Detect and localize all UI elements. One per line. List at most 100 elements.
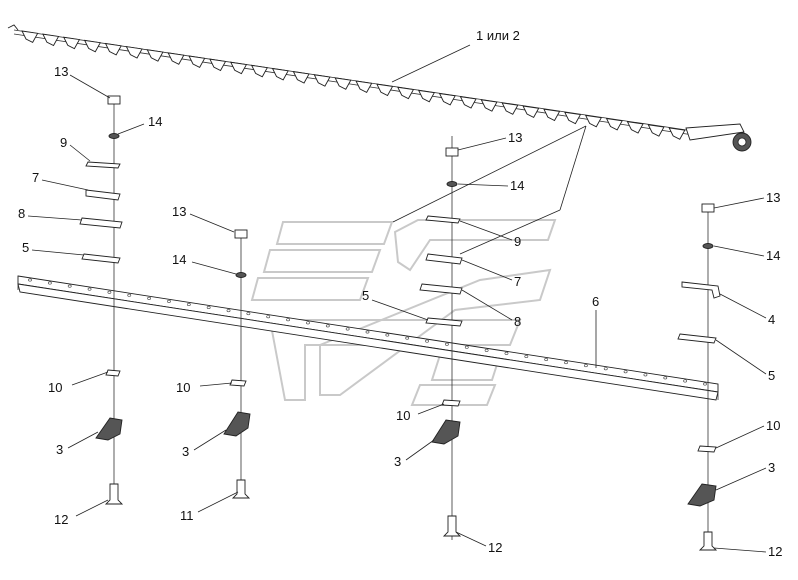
mounting-hole [425,339,429,343]
plate-9 [85,161,121,169]
callout-leader [457,137,507,151]
knife-section [42,33,60,47]
knife-section [417,89,435,103]
callout-leader [371,299,429,321]
mounting-hole [28,278,32,282]
callout-10b: 10 [176,380,190,395]
nut-13 [234,229,248,239]
knife-section [396,86,415,100]
knife-section [459,96,477,109]
callout-11: 11 [180,508,194,523]
mounting-hole [266,315,271,319]
leader-line [459,209,561,255]
knife-section [271,67,289,81]
bracket-4 [681,281,721,299]
knife-section [250,64,268,78]
mounting-hole [167,299,171,303]
callout-10d: 10 [766,418,780,433]
bolt-12 [442,515,462,537]
callout-3c: 3 [394,454,401,469]
mounting-hole [445,342,449,346]
mounting-hole [47,281,52,285]
mounting-hole [107,290,112,294]
mounting-hole [246,312,251,316]
knife-section [146,49,164,62]
mounting-hole [206,306,211,310]
callout-6: 6 [592,294,599,309]
callout-leader [191,261,237,275]
callout-13c: 13 [508,130,522,145]
callout-leader [27,215,83,221]
knife-section [62,36,81,50]
knife-section [355,80,373,93]
knife-section [334,77,352,90]
callout-12c: 12 [488,540,502,555]
callout-leader [715,425,765,449]
washer-14 [702,243,714,249]
knife-section [501,102,519,115]
mounting-hole [583,364,588,368]
callout-leader [199,382,233,387]
mounting-hole [226,309,231,313]
mounting-hole [87,287,92,291]
mounting-hole [643,373,648,377]
bolt-12 [698,531,718,551]
mounting-hole [663,376,668,380]
knife-section [313,74,331,87]
plate-9 [425,215,461,224]
plate-5 [425,317,463,327]
nut-13 [701,203,715,213]
callout-leader [417,403,445,415]
knife-section [647,124,665,137]
mounting-hole [365,330,370,334]
callout-7c: 7 [514,274,521,289]
mounting-hole [524,354,529,358]
mounting-hole [147,296,152,300]
callout-leader [713,197,765,209]
clip-10 [105,369,121,377]
callout-13d: 13 [766,190,780,205]
plate-7 [425,253,463,265]
washer-14 [235,272,247,278]
callout-5d: 5 [768,368,775,383]
plate-7 [85,189,121,201]
mounting-hole [306,321,310,325]
callout-leader [461,289,513,321]
knife-section [167,52,185,65]
knife-section [292,71,310,84]
callout-leader [197,491,239,513]
mounting-hole [703,382,707,386]
finger-guard-3 [431,419,461,445]
washer-14 [446,181,458,187]
assembly-column-b [223,229,251,499]
knife-section [438,92,456,106]
nut-13 [107,95,121,105]
plate-5 [81,253,121,264]
callout-5a: 5 [22,240,29,255]
callout-leader [41,179,89,191]
callout-8c: 8 [514,314,521,329]
knife-section [543,108,561,122]
callout-14a: 14 [148,114,162,129]
assembly-column-d [677,203,721,551]
knife-section [21,30,39,43]
callout-9c: 9 [514,234,521,249]
callout-14b: 14 [172,252,186,267]
mounting-hole [127,293,132,297]
callout-1or2: 1 или 2 [476,28,520,43]
finger-bar-part-6 [17,275,719,401]
mounting-hole [564,361,568,365]
clip-10 [441,399,461,407]
finger-guard-3 [95,417,123,441]
callout-14d: 14 [766,248,780,263]
callout-7a: 7 [32,170,39,185]
callout-12a: 12 [54,512,68,527]
mounting-hole [464,345,469,349]
callout-13b: 13 [172,204,186,219]
bolt-11 [231,479,251,499]
callout-leader [75,499,109,517]
callout-10c: 10 [396,408,410,423]
mounting-hole [504,351,509,355]
callout-10a: 10 [48,380,62,395]
callout-leader [67,431,99,449]
